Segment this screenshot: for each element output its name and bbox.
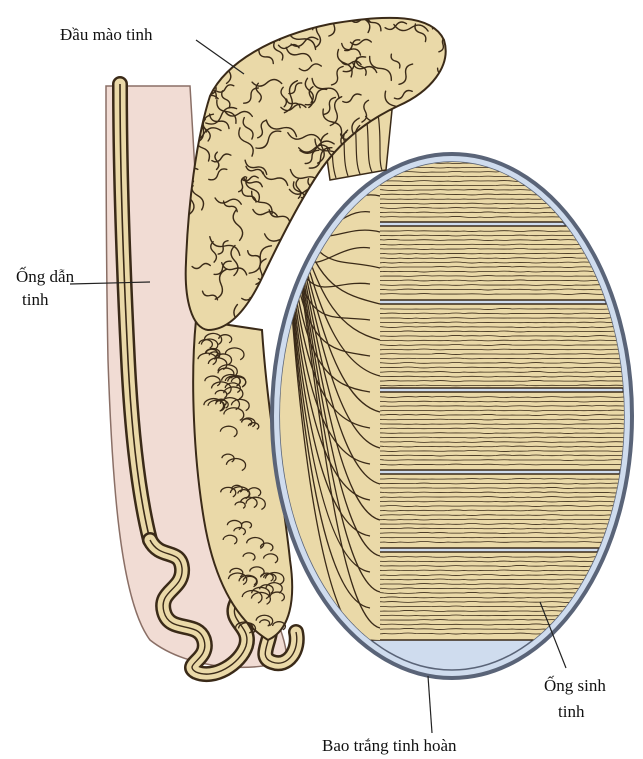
label-vas-deferens-1: Ống dẫn — [16, 267, 75, 286]
leader-epididymis-head — [196, 40, 244, 74]
label-tunica-albuginea: Bao trắng tinh hoàn — [322, 736, 457, 755]
testis — [269, 140, 640, 678]
label-seminiferous-1: Ống sinh — [544, 676, 606, 695]
label-vas-deferens-2: tinh — [22, 290, 49, 309]
leader-tunica-albuginea — [428, 676, 432, 733]
label-seminiferous-2: tinh — [558, 702, 585, 721]
label-epididymis-head: Đầu mào tinh — [60, 25, 153, 44]
